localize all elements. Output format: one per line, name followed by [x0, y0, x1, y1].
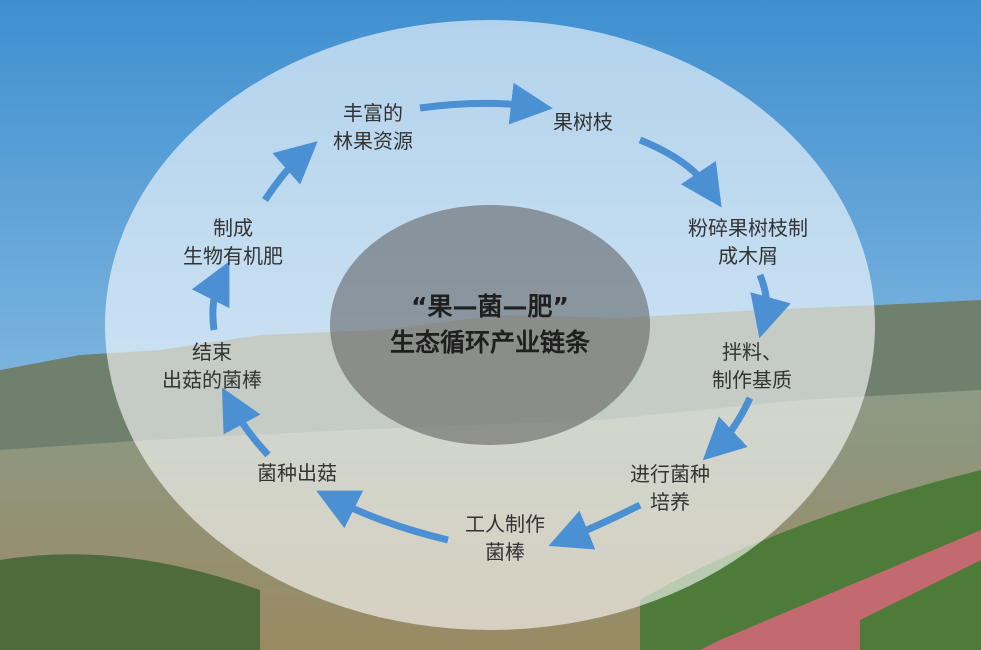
step-make-sticks: 工人制作菌棒: [465, 510, 545, 566]
arrow-8: [191, 261, 230, 331]
step-spent-sticks: 结束出菇的菌棒: [162, 338, 262, 394]
step-line: 拌料、: [722, 340, 782, 364]
step-line: 结束: [192, 340, 232, 364]
trees: [0, 554, 260, 650]
step-line: 培养: [650, 490, 690, 514]
arrow-7: [221, 387, 271, 458]
arrow-9: [262, 141, 318, 202]
step-line: 出菇的菌棒: [162, 368, 262, 392]
arrow-3: [750, 273, 791, 339]
step-line: 制作基质: [712, 368, 792, 392]
step-culture-strain: 进行菌种培养: [630, 460, 710, 516]
center-title-line2: 生态循环产业链条: [389, 328, 591, 357]
arrow-1: [419, 82, 553, 125]
step-line: 工人制作: [465, 512, 545, 536]
step-fruit-branches: 果树枝: [553, 108, 613, 136]
step-crush-sawdust: 粉碎果树枝制成木屑: [688, 214, 808, 270]
step-line: 丰富的: [343, 101, 403, 125]
step-line: 粉碎果树枝制: [688, 216, 808, 240]
arrow-2: [638, 136, 722, 208]
trees-right: [640, 470, 981, 650]
step-line: 生物有机肥: [183, 244, 283, 268]
step-line: 成木屑: [718, 244, 778, 268]
step-line: 菌种出菇: [257, 461, 337, 485]
step-line: 菌棒: [485, 540, 525, 564]
arrow-4: [702, 396, 754, 461]
arrow-5: [548, 501, 642, 550]
step-organic-fertilizer: 制成生物有机肥: [183, 214, 283, 270]
step-forest-resources: 丰富的林果资源: [333, 99, 413, 155]
step-mushroom-fruiting: 菌种出菇: [257, 459, 337, 487]
arrow-6: [316, 490, 449, 544]
railing: [700, 530, 981, 650]
inner-ellipse: [330, 205, 650, 445]
step-mix-substrate: 拌料、制作基质: [712, 338, 792, 394]
step-line: 进行菌种: [630, 462, 710, 486]
step-line: 果树枝: [553, 110, 613, 134]
center-title: “果—菌—肥” 生态循环产业链条: [390, 289, 590, 361]
center-title-line1: “果—菌—肥”: [411, 292, 569, 321]
step-line: 制成: [213, 216, 253, 240]
step-line: 林果资源: [333, 129, 413, 153]
